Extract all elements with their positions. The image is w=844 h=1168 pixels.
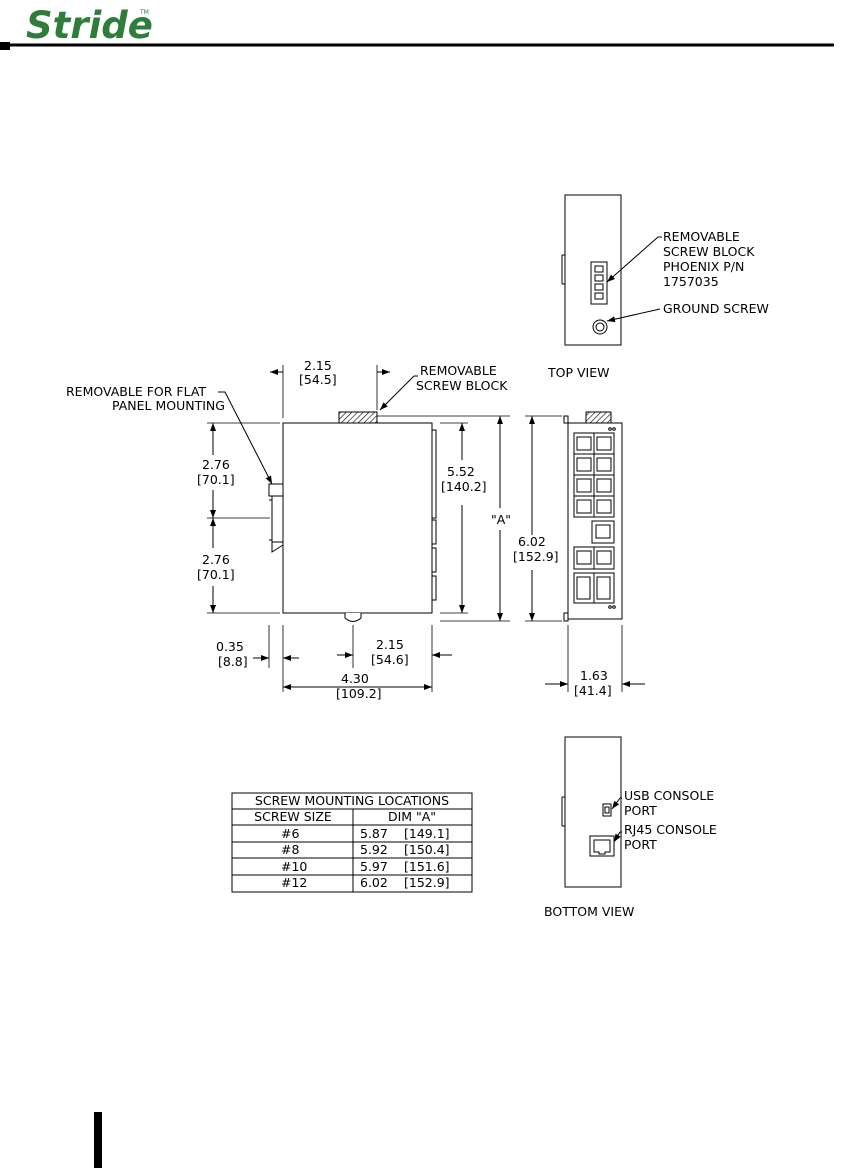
header-rule-marker bbox=[0, 42, 10, 50]
dim-depth-metric: [109.2] bbox=[336, 686, 382, 701]
label-side-screw-block-1: REMOVABLE bbox=[420, 363, 497, 378]
front-screw-block bbox=[585, 411, 612, 424]
dim-front-height-metric: [152.9] bbox=[513, 549, 559, 564]
caption-bottom-view: BOTTOM VIEW bbox=[544, 904, 634, 919]
side-view-labels: REMOVABLE FOR FLAT PANEL MOUNTING REMOVA… bbox=[66, 358, 511, 701]
bottom-view-labels: USB CONSOLE PORT RJ45 CONSOLE PORT BOTTO… bbox=[544, 788, 717, 919]
table-row: #12 6.02 [152.9] bbox=[281, 875, 450, 890]
screw-mounting-table: SCREW MOUNTING LOCATIONS SCREW SIZE DIM … bbox=[231, 792, 473, 893]
table-cell-inch: 6.02 bbox=[360, 875, 388, 890]
table-row: #10 5.97 [151.6] bbox=[281, 859, 450, 874]
leader-screw-block bbox=[606, 236, 659, 283]
dim-front-height-value: 6.02 bbox=[518, 534, 546, 549]
table-cell-mm: [150.4] bbox=[404, 842, 450, 857]
table-cell-size: #6 bbox=[281, 826, 299, 841]
table-cell-mm: [151.6] bbox=[404, 859, 450, 874]
front-view-labels: 6.02 [152.9] 1.63 [41.4] bbox=[513, 534, 612, 698]
dim-depth-value: 4.30 bbox=[341, 671, 369, 686]
rj45-port-icon bbox=[589, 835, 615, 857]
label-flat-panel-1: REMOVABLE FOR FLAT bbox=[66, 384, 206, 399]
usb-port-icon bbox=[602, 803, 612, 817]
bottom-view-body bbox=[564, 736, 622, 888]
dim-front-width-value: 1.63 bbox=[580, 668, 608, 683]
label-ground-screw: GROUND SCREW bbox=[663, 301, 769, 316]
side-view bbox=[207, 365, 510, 692]
label-usb-1: USB CONSOLE bbox=[624, 788, 714, 803]
table-cell-size: #12 bbox=[281, 875, 307, 890]
label-flat-panel-2: PANEL MOUNTING bbox=[112, 398, 225, 413]
table-cell-size: #10 bbox=[281, 859, 307, 874]
side-screw-block bbox=[338, 411, 378, 424]
table-cell-inch: 5.97 bbox=[360, 859, 388, 874]
header: Stride TM bbox=[0, 4, 834, 50]
page-edge-marker bbox=[94, 1112, 102, 1168]
table-title: SCREW MOUNTING LOCATIONS bbox=[255, 793, 449, 808]
dim-height-inner-metric: [140.2] bbox=[441, 479, 487, 494]
dim-flange-value: 0.35 bbox=[216, 639, 244, 654]
top-view bbox=[561, 194, 662, 346]
label-rj45-1: RJ45 CONSOLE bbox=[624, 822, 717, 837]
table-cell-inch: 5.92 bbox=[360, 842, 388, 857]
label-screw-block-1: REMOVABLE bbox=[663, 229, 740, 244]
dim-top-width-metric: [54.5] bbox=[299, 372, 337, 387]
screw-block-terminal bbox=[590, 261, 608, 305]
table-cell-mm: [149.1] bbox=[404, 826, 450, 841]
table-cell-mm: [152.9] bbox=[404, 875, 450, 890]
caption-top-view: TOP VIEW bbox=[547, 365, 609, 380]
table-cell-size: #8 bbox=[281, 842, 299, 857]
dim-front-width-metric: [41.4] bbox=[574, 683, 612, 698]
dim-lower-left-value: 2.76 bbox=[202, 552, 230, 567]
side-view-body bbox=[282, 422, 433, 614]
dim-flange-metric: [8.8] bbox=[218, 654, 248, 669]
dim-slot-metric: [54.6] bbox=[371, 652, 409, 667]
table-header-dim-a: DIM "A" bbox=[388, 809, 436, 824]
table-row: #6 5.87 [149.1] bbox=[281, 826, 450, 841]
front-view bbox=[525, 411, 645, 692]
label-screw-block-4: 1757035 bbox=[663, 274, 719, 289]
dim-a-label: "A" bbox=[491, 512, 511, 527]
bottom-view bbox=[561, 736, 622, 888]
table-cell-inch: 5.87 bbox=[360, 826, 388, 841]
label-rj45-2: PORT bbox=[624, 837, 657, 852]
table-header-screw-size: SCREW SIZE bbox=[254, 809, 332, 824]
logo-text: Stride bbox=[26, 4, 153, 47]
ground-screw-icon bbox=[592, 319, 608, 335]
top-view-body bbox=[564, 194, 622, 346]
label-side-screw-block-2: SCREW BLOCK bbox=[416, 378, 508, 393]
label-screw-block-3: PHOENIX P/N bbox=[663, 259, 744, 274]
dim-lower-left-metric: [70.1] bbox=[197, 567, 235, 582]
label-screw-block-2: SCREW BLOCK bbox=[663, 244, 755, 259]
stride-logo: Stride TM bbox=[26, 4, 153, 47]
ethernet-port-bank bbox=[573, 432, 615, 518]
logo-trademark: TM bbox=[139, 9, 149, 16]
dim-slot-value: 2.15 bbox=[376, 637, 404, 652]
table-row: #8 5.92 [150.4] bbox=[281, 842, 450, 857]
dim-top-width-value: 2.15 bbox=[304, 358, 332, 373]
leader-ground bbox=[606, 308, 661, 323]
top-view-labels: REMOVABLE SCREW BLOCK PHOENIX P/N 175703… bbox=[547, 229, 769, 380]
dim-upper-left-value: 2.76 bbox=[202, 457, 230, 472]
dim-height-inner-value: 5.52 bbox=[447, 464, 475, 479]
dim-upper-left-metric: [70.1] bbox=[197, 472, 235, 487]
din-rail-clip bbox=[268, 483, 284, 553]
label-usb-2: PORT bbox=[624, 803, 657, 818]
